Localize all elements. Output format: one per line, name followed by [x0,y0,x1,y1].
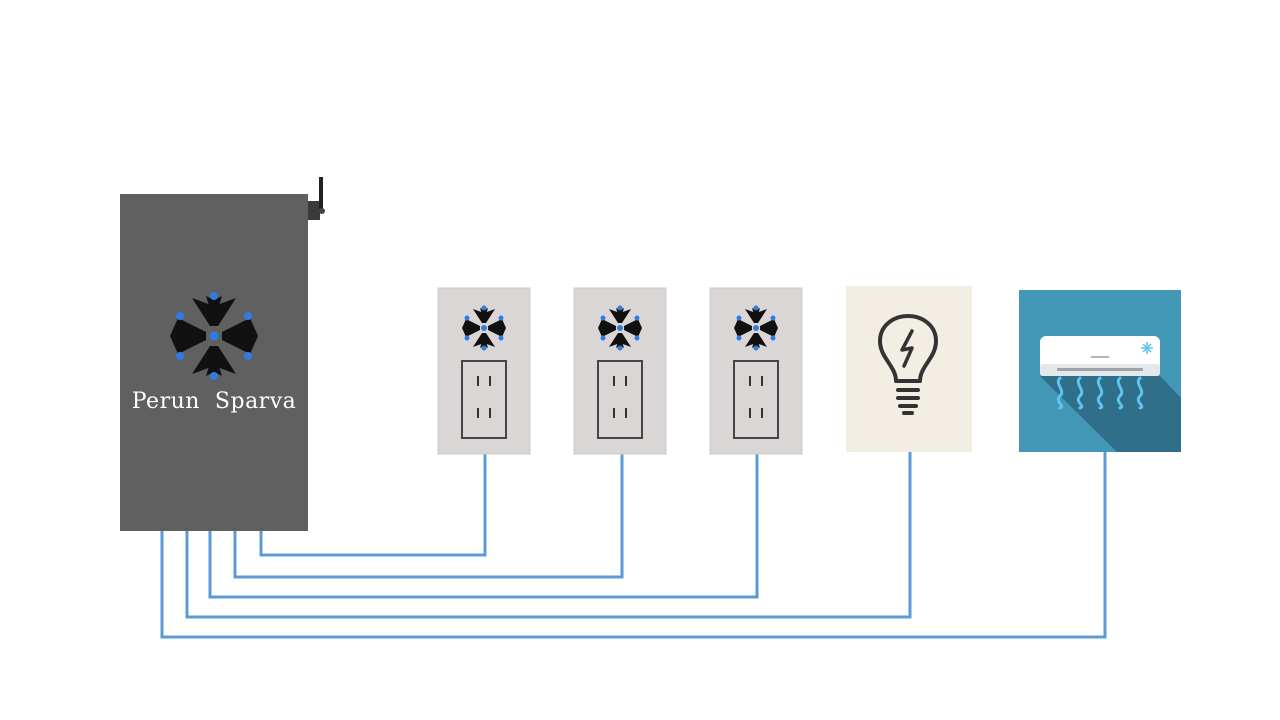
wire-to-light-bulb [185,452,912,619]
outlet-icon [733,360,779,439]
light-bulb-icon [878,314,938,415]
air-conditioner [1019,290,1181,452]
wire-to-outlet-1 [259,452,487,557]
wires [160,452,1107,639]
controller-unit: Perun Sparva [120,177,325,531]
perun-snowflake-logo-icon [598,305,642,351]
antenna-icon [308,177,325,220]
ac-long-shadow [1040,376,1181,452]
wire-to-outlet-2 [233,452,624,579]
smart-outlet-1 [437,287,531,455]
cold-air-waves [1056,376,1144,410]
outlet-icon [461,360,507,439]
smart-outlet-2 [573,287,667,455]
snowflake-icon [1141,342,1153,354]
light-bulb [846,286,972,452]
air-conditioner-icon [1040,336,1160,410]
perun-snowflake-logo-icon [170,292,258,380]
outlet-icon [597,360,643,439]
wire-to-outlet-3 [208,452,759,599]
smart-outlet-3 [709,287,803,455]
wire-to-air-conditioner [160,452,1107,639]
brand-name: Perun Sparva [132,389,297,414]
perun-snowflake-logo-icon [462,305,506,351]
perun-snowflake-logo-icon [734,305,778,351]
